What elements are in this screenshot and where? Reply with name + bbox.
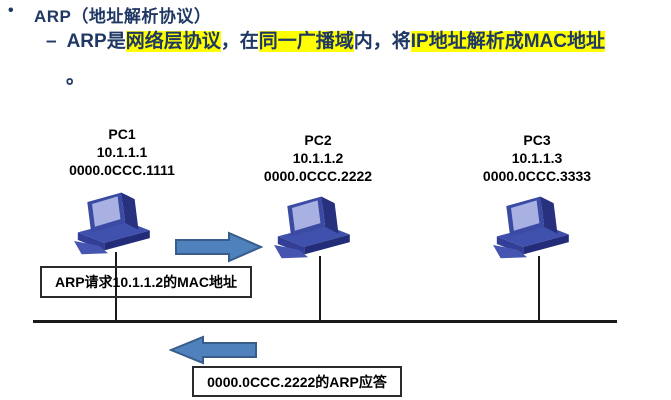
pc3-label: PC3 10.1.1.3 0000.0CCC.3333	[447, 131, 627, 185]
pc-mac: 0000.0CCC.2222	[263, 168, 373, 184]
pc-ip: 10.1.1.2	[292, 150, 344, 166]
pc-name: PC1	[108, 126, 136, 142]
bullet-icon: •	[8, 2, 14, 19]
sub-bullet-period: 。	[66, 67, 86, 88]
pc-mac: 0000.0CCC.3333	[482, 168, 592, 184]
arp-request-text: ARP请求10.1.1.2的MAC地址	[54, 274, 238, 290]
highlighted-segment: 网络层协议	[125, 31, 221, 52]
pc-mac: 0000.0CCC.1111	[69, 162, 175, 178]
pc-name: PC2	[304, 132, 332, 148]
pc2-computer-icon	[274, 196, 350, 259]
arp-request-arrow-right-icon	[175, 231, 263, 263]
arp-request-box: ARP请求10.1.1.2的MAC地址	[40, 266, 252, 298]
dash-icon: –	[46, 31, 57, 52]
pc1-label: PC1 10.1.1.1 0000.0CCC.1111	[32, 125, 212, 179]
arp-reply-box: 0000.0CCC.2222的ARP应答	[192, 366, 402, 397]
pc-name: PC3	[523, 132, 551, 148]
pc1-computer-icon	[74, 192, 150, 255]
pc2-drop-wire	[319, 256, 321, 322]
text-segment: 内，将	[353, 31, 411, 52]
arp-reply-text: 0000.0CCC.2222的ARP应答	[207, 373, 387, 390]
text-segment: ，在	[220, 31, 259, 52]
highlighted-segment: 同一广播域	[258, 31, 354, 52]
pc3-computer-icon	[493, 196, 569, 259]
pc2-label: PC2 10.1.1.2 0000.0CCC.2222	[228, 131, 408, 185]
slide-title: ARP（地址解析协议）	[34, 7, 212, 26]
highlighted-segment: IP地址解析成MAC地址	[410, 31, 605, 52]
pc3-drop-wire	[538, 256, 540, 322]
pc1-drop-wire	[115, 252, 117, 322]
arp-reply-arrow-left-icon	[169, 335, 257, 365]
pc-ip: 10.1.1.3	[511, 150, 563, 166]
pc-ip: 10.1.1.1	[96, 144, 148, 160]
text-segment: ARP是	[66, 31, 126, 52]
ethernet-bus-line	[33, 320, 617, 323]
sub-bullet-line: –ARP是网络层协议，在同一广播域内，将IP地址解析成MAC地址	[46, 29, 668, 55]
